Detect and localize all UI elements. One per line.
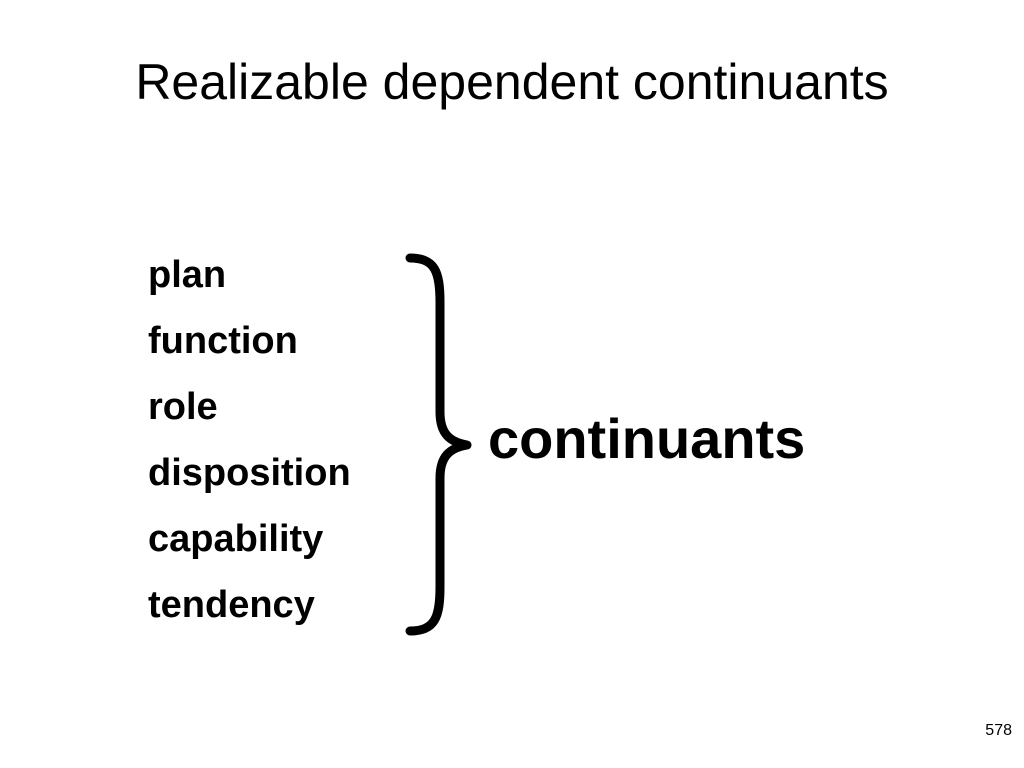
list-item: tendency bbox=[148, 584, 315, 626]
page-number: 578 bbox=[985, 722, 1012, 739]
group-label: continuants bbox=[488, 407, 806, 470]
right-curly-brace-icon bbox=[405, 253, 472, 636]
term-list: plan function role disposition capabilit… bbox=[148, 250, 351, 646]
list-item: capability bbox=[148, 518, 324, 560]
list-item: disposition bbox=[148, 452, 351, 494]
slide-title: Realizable dependent continuants bbox=[135, 54, 889, 110]
list-item: plan bbox=[148, 254, 227, 296]
list-item: function bbox=[148, 320, 298, 362]
list-item: role bbox=[148, 386, 218, 428]
